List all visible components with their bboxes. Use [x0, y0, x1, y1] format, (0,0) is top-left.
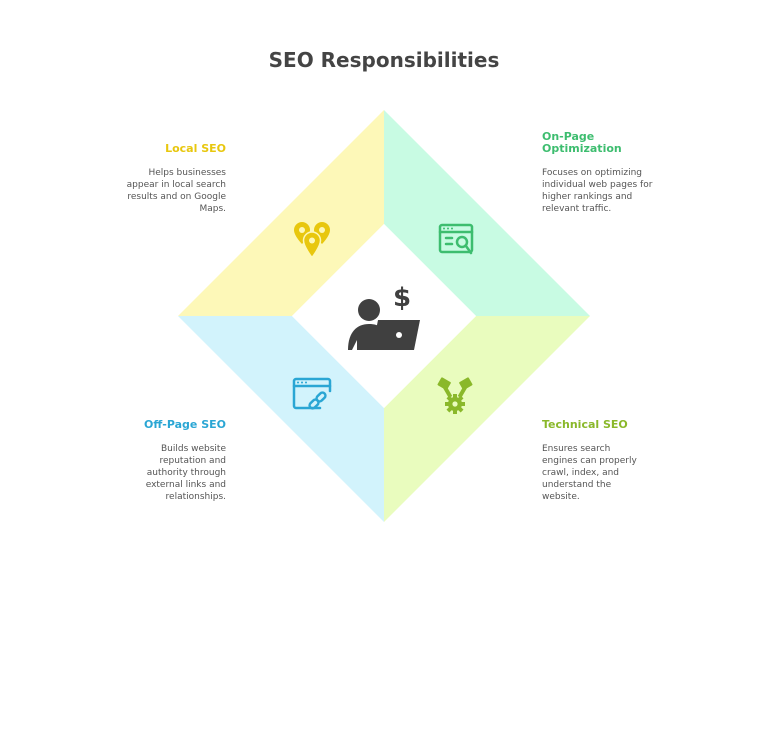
wrenches-gear-icon — [437, 377, 473, 414]
local-seo-description: Helps businesses appear in local search … — [126, 168, 226, 214]
diagram-title: SEO Responsibilities — [268, 48, 500, 72]
onpage-optimization-label: On-Page Optimization — [542, 130, 622, 155]
onpage-optimization-description: Focuses on optimizing individual web pag… — [542, 168, 653, 214]
person-laptop-dollar-icon: $ — [348, 283, 420, 350]
offpage-quadrant — [178, 316, 384, 522]
local-seo-label: Local SEO — [165, 142, 226, 155]
browser-link-icon — [292, 377, 332, 410]
local-seo-quadrant — [178, 110, 384, 316]
technical-quadrant — [384, 316, 590, 522]
technical-seo-label: Technical SEO — [542, 418, 628, 431]
browser-search-icon — [438, 223, 474, 255]
offpage-seo-label: Off-Page SEO — [144, 418, 226, 431]
map-pins-icon — [294, 222, 330, 259]
onpage-quadrant — [384, 110, 590, 316]
offpage-seo-description: Builds website reputation and authority … — [145, 444, 226, 502]
technical-seo-description: Ensures search engines can properly craw… — [542, 444, 637, 502]
center-diamond — [292, 224, 476, 408]
svg-text:$: $ — [393, 283, 411, 313]
